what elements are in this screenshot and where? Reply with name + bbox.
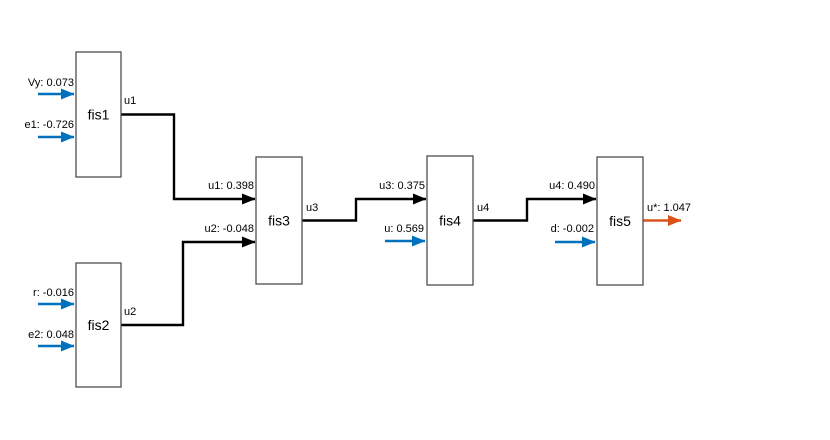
fis3-output-port-label: u3 <box>306 202 318 214</box>
connector-u3-fis3-to-fis4 <box>302 193 427 222</box>
fis3-block-label: fis3 <box>268 213 290 229</box>
fis2-input1-label: r: -0.016 <box>33 287 74 299</box>
fis2-block-label: fis2 <box>88 317 110 333</box>
fis4-output-port-label: u4 <box>477 202 489 214</box>
fis3-block <box>255 156 303 285</box>
fis1-input2-label: e1: -0.726 <box>24 119 74 131</box>
fis5-input2-label: d: -0.002 <box>551 223 594 235</box>
fis2-output-port-label: u2 <box>124 306 136 318</box>
fis1-block <box>75 51 122 178</box>
fis3-input2-label: u2: -0.048 <box>204 223 254 235</box>
fis5-output-port-label: u*: 1.047 <box>647 202 691 214</box>
connector-u2-fis2-to-fis3 <box>121 236 256 327</box>
fis5-input1-label: u4: 0.490 <box>549 180 595 192</box>
fis4-input1-label: u3: 0.375 <box>379 180 425 192</box>
connector-u4-fis4-to-fis5 <box>473 193 597 222</box>
fis4-block <box>426 155 474 286</box>
connector-u1-fis1-to-fis3 <box>121 113 256 205</box>
fis3-input1-label: u1: 0.398 <box>208 180 254 192</box>
fis5-block <box>596 156 644 286</box>
fis1-input1-label: Vy: 0.073 <box>28 77 74 89</box>
fis4-block-label: fis4 <box>439 213 461 229</box>
fis1-block-label: fis1 <box>88 107 110 123</box>
fis2-input2-label: e2: 0.048 <box>28 329 74 341</box>
fis2-block <box>75 262 122 388</box>
fis4-input2-label: u: 0.569 <box>384 223 424 235</box>
fis1-output-port-label: u1 <box>124 95 136 107</box>
fis5-block-label: fis5 <box>609 213 631 229</box>
